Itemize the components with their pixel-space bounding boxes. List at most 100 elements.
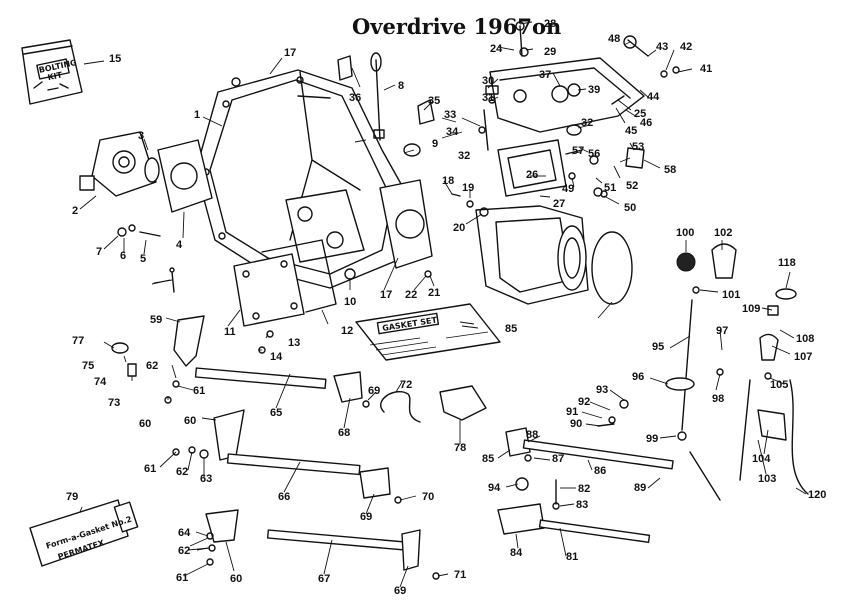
- callout-15-casing: 17: [284, 47, 296, 59]
- callout-43: 42: [680, 41, 692, 53]
- callout-83: 85: [482, 453, 494, 465]
- callout-45: 44: [647, 91, 660, 103]
- callout-11: 11: [224, 326, 236, 338]
- side-cover-plates: [233, 239, 337, 327]
- callout-27: 27: [553, 198, 565, 210]
- gear-lever-assembly: [497, 243, 809, 543]
- callout-46: 45: [625, 125, 637, 137]
- callout-49: 49: [562, 183, 574, 195]
- callout-77: 79: [66, 491, 78, 503]
- bolting-kit-bag: BOLTING KIT: [21, 39, 83, 105]
- callout-93: 95: [652, 341, 664, 353]
- callout-82: 84: [510, 547, 523, 559]
- bolting-kit-label-2: KIT: [47, 70, 64, 82]
- callout-101: 103: [758, 473, 776, 485]
- callout-108: 118: [778, 257, 796, 269]
- callout-22: 22: [405, 289, 417, 301]
- callout-12: 12: [341, 325, 353, 337]
- callout-105: 108: [796, 333, 814, 345]
- callout-14: 14: [270, 351, 283, 363]
- callout-1: 1: [194, 109, 200, 121]
- callout-57: 59: [150, 314, 162, 326]
- callout-60-a: 60: [139, 418, 151, 430]
- callout-78: 85: [505, 323, 517, 335]
- callout-9: 9: [432, 138, 438, 150]
- callout-44: 43: [656, 41, 668, 53]
- callout-19: 19: [462, 182, 474, 194]
- callout-58: 60: [184, 415, 196, 427]
- callout-3: 3: [138, 130, 144, 142]
- callout-7: 7: [96, 246, 102, 258]
- callout-69-b: 70: [422, 491, 434, 503]
- callout-53: 53: [632, 141, 644, 153]
- callout-37: 36: [349, 92, 361, 104]
- callout-5: 5: [140, 253, 146, 265]
- callout-63: 65: [270, 407, 282, 419]
- callout-20: 20: [453, 222, 465, 234]
- callout-87: 89: [634, 482, 646, 494]
- callout-41: 39: [588, 84, 600, 96]
- small-fasteners: [111, 21, 772, 580]
- callout-36: 35: [428, 95, 440, 107]
- callout-52: 52: [626, 180, 638, 192]
- callout-13: 13: [288, 337, 300, 349]
- callout-90: 92: [578, 396, 590, 408]
- overdrive-adaptor-housing: [475, 205, 633, 305]
- callout-68: 69: [394, 585, 406, 597]
- callout-25: 25: [634, 108, 646, 120]
- callout-21: 21: [428, 287, 440, 299]
- callout-61-a: 61: [193, 385, 205, 397]
- callout-74: 77: [72, 335, 84, 347]
- callout-102: 104: [752, 453, 771, 465]
- selector-forks-and-rods: [173, 315, 487, 571]
- callout-32: 32: [581, 117, 593, 129]
- callout-107: 109: [742, 303, 760, 315]
- callout-56: 58: [664, 164, 676, 176]
- callout-99: 101: [722, 289, 740, 301]
- callout-18: 18: [442, 175, 454, 187]
- callout-62-b: 63: [200, 473, 212, 485]
- callout-35: 34: [446, 126, 459, 138]
- callout-47: 46: [640, 117, 652, 129]
- callout-109: 120: [808, 489, 826, 501]
- callout-88: 90: [570, 418, 582, 430]
- callout-94: 96: [632, 371, 644, 383]
- callout-103: 105: [770, 379, 788, 391]
- front-cover-and-gasket: [79, 131, 213, 213]
- callout-48: 48: [608, 33, 620, 45]
- callout-59: 60: [230, 573, 242, 585]
- callout-labels: 15 17 1 3 2 4 5 6 7 36 8 35 9 32 33 34 1…: [66, 18, 826, 597]
- callout-75: 78: [454, 442, 466, 454]
- callout-50: 50: [624, 202, 636, 214]
- callout-67: 69: [360, 511, 372, 523]
- callout-104: 107: [794, 351, 812, 363]
- callout-61-b: 62: [176, 466, 188, 478]
- callout-98: 100: [676, 227, 694, 239]
- callout-73: 75: [82, 360, 94, 372]
- callout-80: 82: [578, 483, 590, 495]
- gasket-set-packet: GASKET SET: [355, 303, 501, 361]
- callout-60-b: 61: [144, 463, 156, 475]
- callout-10: 10: [344, 296, 356, 308]
- callout-81: 83: [576, 499, 588, 511]
- callout-70: 72: [400, 379, 412, 391]
- callout-60-c: 61: [176, 572, 188, 584]
- callout-15-bag: 15: [109, 53, 121, 65]
- callout-51: 51: [604, 182, 616, 194]
- callout-95: 97: [716, 325, 728, 337]
- callout-84: 86: [594, 465, 606, 477]
- callout-4: 4: [176, 239, 183, 251]
- callout-97: 99: [646, 433, 658, 445]
- callout-66: 68: [338, 427, 350, 439]
- sealant-tube: Form-a-Gasket No.2 PERMATEX: [29, 499, 139, 567]
- callout-79: 81: [566, 551, 578, 563]
- callout-89: 91: [566, 406, 578, 418]
- callout-92: 94: [488, 482, 501, 494]
- callout-30: 30: [482, 75, 494, 87]
- callout-33: 32: [458, 150, 470, 162]
- callout-71: 73: [108, 397, 120, 409]
- callout-61-c: 62: [178, 545, 190, 557]
- callout-72: 74: [94, 376, 107, 388]
- callout-34: 33: [444, 109, 456, 121]
